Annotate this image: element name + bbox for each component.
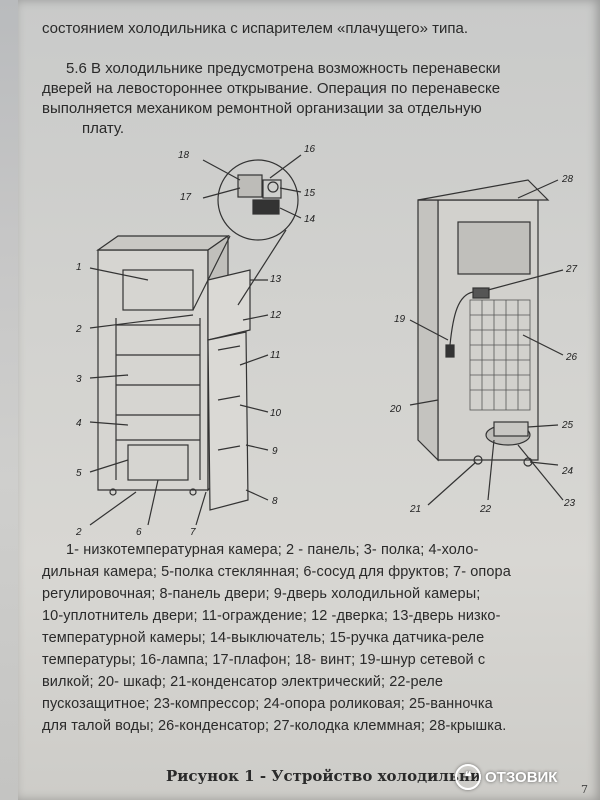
para-line-1: 5.6 В холодильнике предусмотрена возможн… <box>66 60 501 77</box>
fig-label-22: 22 <box>479 504 492 515</box>
fig-label-2b: 2 <box>75 527 82 538</box>
fridge-door <box>207 331 249 511</box>
legend-line-5: температурной камеры; 14-выключатель; 15… <box>42 630 485 646</box>
fig-label-11: 11 <box>270 350 280 361</box>
legend-line-2: дильная камера; 5-полка стеклянная; 6-со… <box>42 564 511 580</box>
fig-label-16: 16 <box>304 144 316 155</box>
fig-label-8: 8 <box>272 496 278 507</box>
fig-label-27: 27 <box>565 264 578 275</box>
page-number: 7 <box>581 783 588 796</box>
fig-label-2a: 2 <box>75 324 82 335</box>
fig-label-15: 15 <box>304 188 316 199</box>
fig-label-14: 14 <box>304 214 316 225</box>
otzovik-watermark: ❝ ОТЗОВИК <box>455 764 557 790</box>
para-line-4: плату. <box>82 120 125 137</box>
condenser-grid <box>469 299 531 411</box>
fig-label-4: 4 <box>76 418 82 429</box>
legend-line-9: для талой воды; 26-конденсатор; 27-колод… <box>42 718 507 734</box>
otzovik-quote-icon: ❝ <box>455 764 481 790</box>
fridge-top-cover <box>417 179 550 201</box>
fig-label-20: 20 <box>389 404 402 415</box>
fig-label-26: 26 <box>565 352 578 363</box>
fig-label-6: 6 <box>136 527 142 538</box>
document-page: состоянием холодильника с испарителем «п… <box>18 0 600 800</box>
fig-label-7: 7 <box>190 527 196 538</box>
fig-label-12: 12 <box>270 310 282 321</box>
fig-label-28: 28 <box>561 174 574 185</box>
fig-label-1: 1 <box>76 262 82 273</box>
legend-line-6: температуры; 16-лампа; 17-плафон; 18- ви… <box>42 652 486 668</box>
fig-label-13: 13 <box>270 274 282 285</box>
legend-line-4: 10-уплотнитель двери; 11-ограждение; 12 … <box>42 608 501 624</box>
detail-circle <box>217 159 299 241</box>
fig-label-3: 3 <box>76 374 82 385</box>
freezer-compartment <box>122 269 194 311</box>
left-fridge-body <box>97 249 209 491</box>
fig-label-19: 19 <box>394 314 406 325</box>
fig-label-17: 17 <box>180 192 192 203</box>
freezer-door <box>207 269 251 341</box>
para-line-2: дверей на левостороннее открывание. Опер… <box>42 80 501 97</box>
legend-line-7: вилкой; 20- шкаф; 21-конденсатор электри… <box>42 674 444 690</box>
figure-caption: Рисунок 1 - Устройство холодильни <box>166 767 482 785</box>
legend-line-8: пускозащитное; 23-компрессор; 24-опора р… <box>42 696 493 712</box>
fig-label-18: 18 <box>178 150 190 161</box>
fig-label-9: 9 <box>272 446 278 457</box>
legend-line-3: регулировочная; 8-панель двери; 9-дверь … <box>42 586 481 602</box>
fig-label-21: 21 <box>409 504 421 515</box>
refrigerator-figure: 1 2 3 4 5 2 6 7 8 9 10 11 12 13 14 15 16… <box>75 144 578 538</box>
top-text-line: состоянием холодильника с испарителем «п… <box>42 20 468 37</box>
para-line-3: выполняется механиком ремонтной организа… <box>42 100 482 117</box>
fig-label-5: 5 <box>76 468 82 479</box>
watermark-label: ОТЗОВИК <box>485 768 558 786</box>
fig-label-23: 23 <box>563 498 576 509</box>
fig-label-24: 24 <box>561 466 574 477</box>
fig-label-10: 10 <box>270 408 282 419</box>
legend-line-1: 1- низкотемпературная камера; 2 - панель… <box>66 542 479 558</box>
fig-label-25: 25 <box>561 420 574 431</box>
